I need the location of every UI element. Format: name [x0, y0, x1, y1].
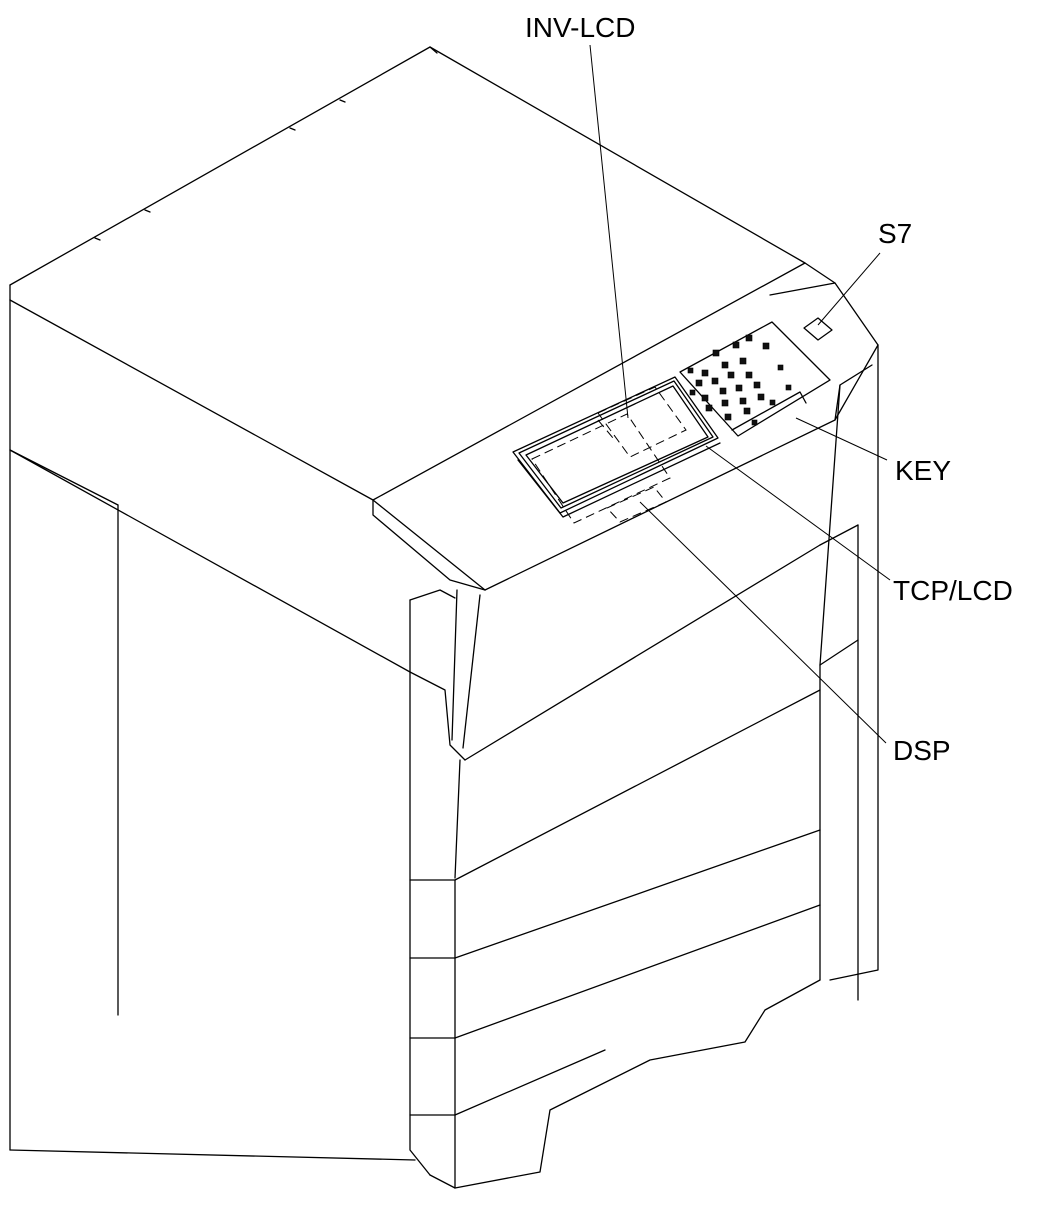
- key-buttons: [687, 334, 792, 426]
- machine-body: [9, 46, 879, 1189]
- label-inv-lcd: INV-LCD: [525, 12, 635, 43]
- label-tcp-lcd: TCP/LCD: [893, 575, 1013, 606]
- leader-key: [795, 417, 888, 461]
- label-key: KEY: [895, 455, 951, 486]
- label-s7: S7: [878, 218, 912, 249]
- leader-tcp-lcd: [705, 445, 891, 581]
- leader-lines: [589, 44, 891, 744]
- leader-inv-lcd: [589, 44, 629, 419]
- leader-s7: [817, 252, 881, 326]
- label-dsp: DSP: [893, 735, 951, 766]
- operation-panel: [512, 317, 833, 524]
- leader-dsp: [639, 501, 887, 744]
